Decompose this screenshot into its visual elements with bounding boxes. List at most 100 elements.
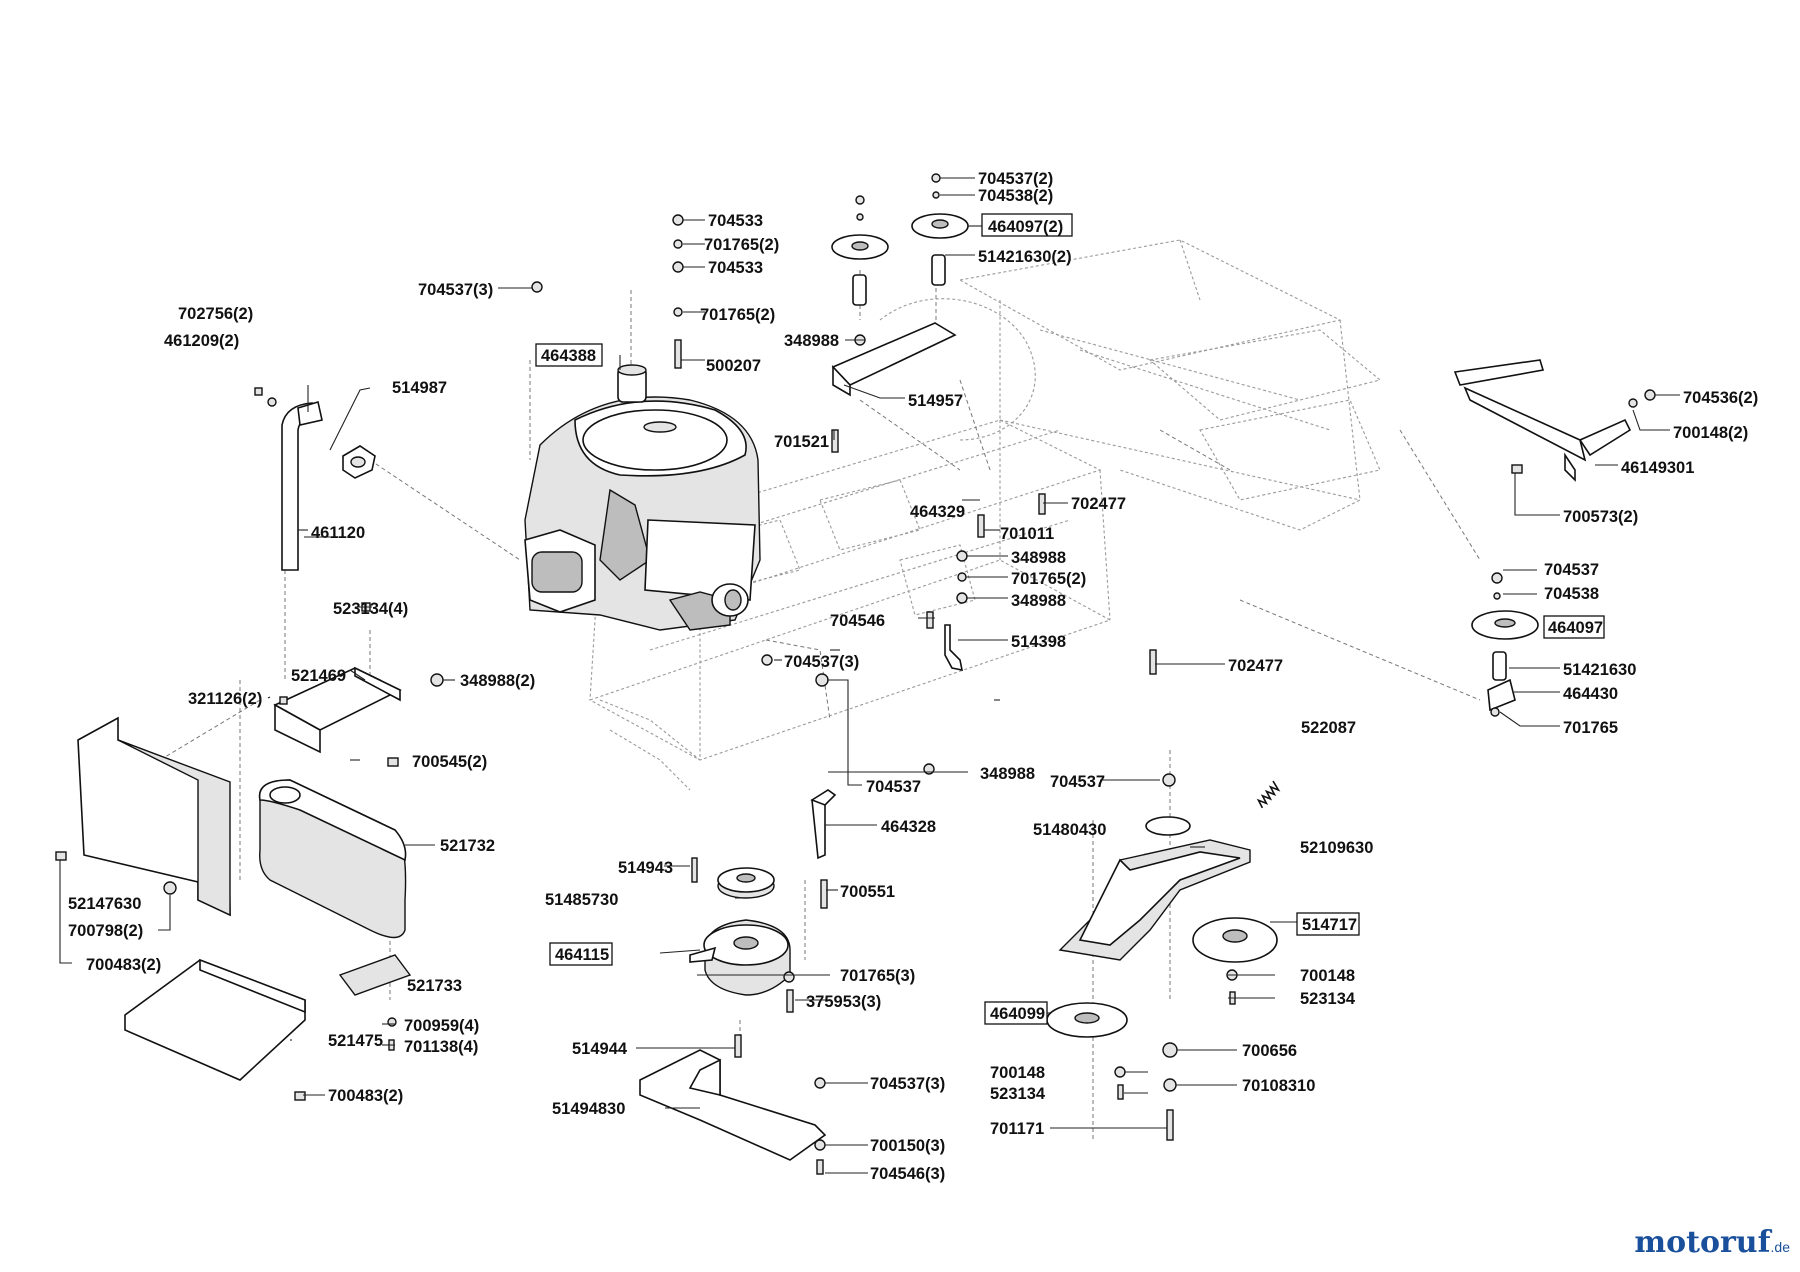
center-pulleys (689, 867, 791, 996)
idler-arm (1046, 816, 1278, 1038)
part-label: 521475 (328, 1032, 383, 1050)
part-label: 523134 (1300, 990, 1356, 1008)
part-label: 701765(3) (840, 967, 915, 985)
part-label: 52109630 (1300, 839, 1373, 857)
part-labels: 704537(2) 704538(2) 464097(2) 51421630(2… (68, 170, 1758, 1183)
part-label: 701765(2) (1011, 570, 1086, 588)
spring (1256, 780, 1281, 809)
part-label: 51480430 (1033, 821, 1106, 839)
part-label: 702756(2) (178, 305, 253, 323)
muffler-bracket (273, 666, 402, 754)
part-label: 348988 (980, 765, 1035, 783)
rear-bracket (1453, 359, 1632, 482)
part-label-boxed: 464097(2) (988, 218, 1063, 236)
part-label: 521732 (440, 837, 495, 855)
part-label: 348988(2) (460, 672, 535, 690)
heat-shield (77, 716, 231, 917)
muffler (258, 779, 407, 939)
part-label: 461120 (311, 524, 365, 542)
part-label: 701138(4) (404, 1038, 478, 1056)
label-boxes (535, 213, 1605, 1025)
part-label: 461209(2) (164, 332, 239, 350)
part-label: 521733 (407, 977, 462, 995)
part-label: 704537 (1544, 561, 1599, 579)
idler-pulley-right (911, 213, 969, 286)
clutch-bracket (639, 1049, 827, 1161)
part-label: 464328 (881, 818, 936, 836)
part-label: 700150(3) (870, 1137, 945, 1155)
part-label: 51485730 (545, 891, 618, 909)
part-label: 700148 (990, 1064, 1045, 1082)
part-label: 704536(2) (1683, 389, 1758, 407)
idler-pulley-left (831, 234, 957, 397)
engine (524, 364, 761, 631)
part-label: 51421630(2) (978, 248, 1072, 266)
part-label: 704546 (830, 612, 885, 630)
part-label: 702477 (1228, 657, 1283, 675)
part-label: 500207 (706, 357, 761, 375)
part-label: 514957 (908, 392, 963, 410)
part-label: 704533 (708, 259, 763, 277)
part-label: 704537(2) (978, 170, 1053, 188)
part-label-boxed: 514717 (1302, 916, 1357, 934)
part-label: 51421630 (1563, 661, 1636, 679)
part-label: 521469 (291, 667, 346, 685)
part-label: 514944 (572, 1040, 628, 1058)
guard-plate (124, 958, 306, 1081)
part-label: 704538(2) (978, 187, 1053, 205)
part-label: 701011 (1000, 525, 1054, 543)
motoruf-logo: motoruf.de (1634, 1225, 1790, 1260)
part-label: 46149301 (1621, 459, 1694, 477)
part-label: 700483(2) (86, 956, 161, 974)
part-label: 701765(2) (704, 236, 779, 254)
part-label: 523134 (990, 1085, 1046, 1103)
part-label: 700798(2) (68, 922, 143, 940)
part-label: 522087 (1301, 719, 1356, 737)
part-label: 704538 (1544, 585, 1599, 603)
part-label: 464430 (1563, 685, 1618, 703)
part-label: 701521 (774, 433, 829, 451)
part-label: 348988 (784, 332, 839, 350)
part-label: 700573(2) (1563, 508, 1638, 526)
part-label: 52147630 (68, 895, 141, 913)
leader-lines (59, 177, 1680, 1174)
part-label: 514987 (392, 379, 447, 397)
part-label: 704537(3) (784, 653, 859, 671)
part-label: 704533 (708, 212, 763, 230)
part-label: 700959(4) (404, 1017, 479, 1035)
part-label-boxed: 464099 (990, 1005, 1045, 1023)
brand-name: motoruf (1634, 1225, 1771, 1260)
part-label: 464329 (910, 503, 965, 521)
part-label: 701765(2) (700, 306, 775, 324)
small-bracket (810, 789, 837, 860)
part-label: 700148 (1300, 967, 1355, 985)
part-label: 348988 (1011, 592, 1066, 610)
part-label: 321126(2) (188, 690, 262, 708)
part-label: 514398 (1011, 633, 1066, 651)
fastener-icons (55, 173, 1656, 1175)
part-label: 375953(3) (806, 993, 881, 1011)
part-label: 704537(3) (870, 1075, 945, 1093)
part-label: 700656 (1242, 1042, 1297, 1060)
part-label: 514943 (618, 859, 673, 877)
exhaust-pipe (281, 400, 376, 571)
part-label: 700551 (840, 883, 895, 901)
part-label: 51494830 (552, 1100, 625, 1118)
part-label: 704537 (1050, 773, 1105, 791)
part-label: 704537(3) (418, 281, 493, 299)
part-label-boxed: 464115 (555, 946, 609, 964)
part-label: 523134(4) (333, 600, 408, 618)
part-label: 700483(2) (328, 1087, 403, 1105)
part-label: 702477 (1071, 495, 1126, 513)
part-label: 704546(3) (870, 1165, 945, 1183)
part-label: 701765 (1563, 719, 1618, 737)
part-label-boxed: 464388 (541, 347, 596, 365)
right-pulley-group (1471, 610, 1539, 712)
part-label: 701171 (990, 1120, 1044, 1138)
part-label: 348988 (1011, 549, 1066, 567)
part-label-boxed: 464097 (1548, 619, 1603, 637)
part-label: 704537 (866, 778, 921, 796)
brand-tld: .de (1770, 1239, 1790, 1255)
part-label: 70108310 (1242, 1077, 1315, 1095)
